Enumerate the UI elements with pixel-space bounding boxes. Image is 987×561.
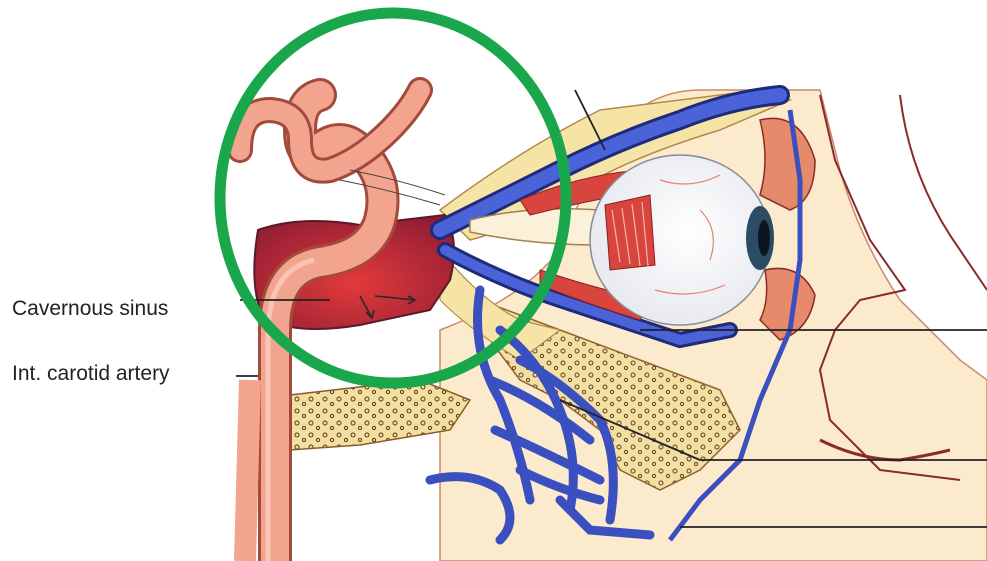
face-outline (900, 95, 987, 290)
int-carotid-artery-label: Int. carotid artery (12, 362, 170, 386)
cavernous-sinus-label: Cavernous sinus (12, 297, 168, 321)
carotid-lower (245, 380, 250, 561)
